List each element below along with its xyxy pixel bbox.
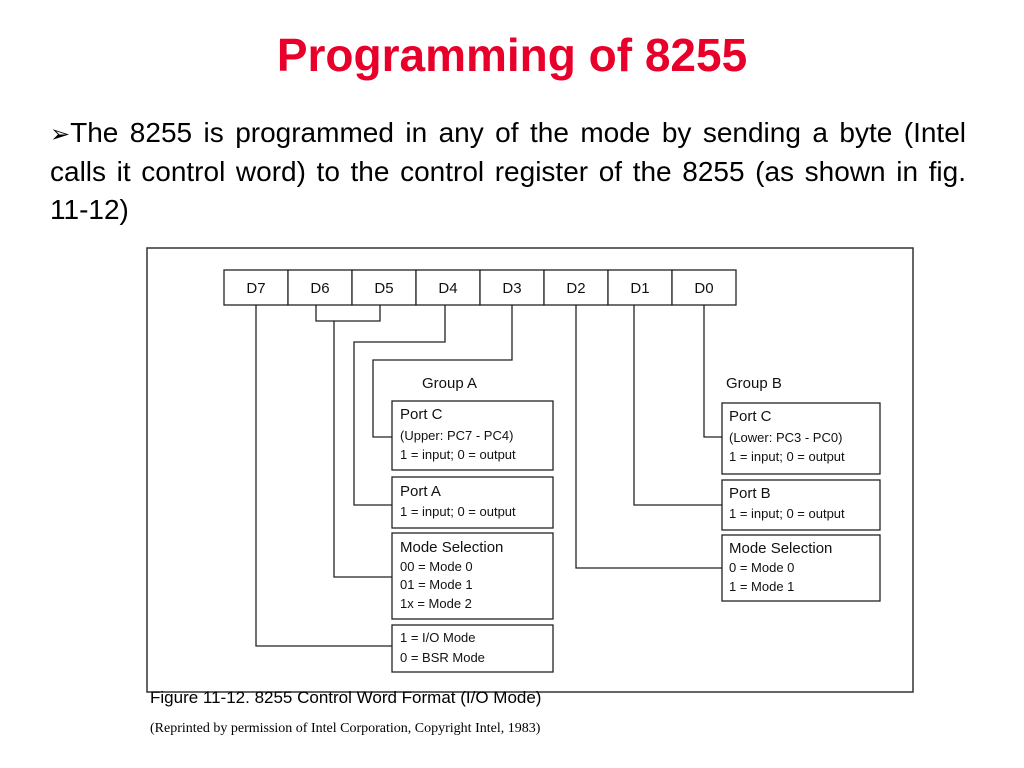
bit-label-d2: D2: [566, 280, 585, 297]
box-line: Port C: [400, 406, 443, 423]
group-a-port-c-box: Port C (Upper: PC7 - PC4) 1 = input; 0 =…: [391, 400, 554, 471]
bit-label-d7: D7: [246, 280, 265, 297]
box-line: 1 = input; 0 = output: [729, 506, 845, 521]
connector-mode-a: [333, 321, 392, 578]
connector-d2: [575, 305, 722, 569]
bullet-paragraph: ➢The 8255 is programmed in any of the mo…: [50, 114, 966, 229]
slide-title: Programming of 8255: [276, 29, 748, 81]
box-line: 1x = Mode 2: [400, 596, 472, 611]
connector-lines: [255, 305, 722, 647]
arrow-bullet-icon: ➢: [50, 120, 71, 148]
bit-register: D7 D6 D5 D4 D3 D2 D1 D0: [223, 269, 737, 306]
box-line: Port A: [400, 483, 441, 500]
bit-label-d6: D6: [310, 280, 329, 297]
box-line: 0 = Mode 0: [729, 560, 794, 575]
box-line: 1 = Mode 1: [729, 579, 794, 594]
box-line: 01 = Mode 1: [400, 577, 473, 592]
group-b-port-b-box: Port B 1 = input; 0 = output: [721, 479, 881, 531]
box-line: 1 = input; 0 = output: [400, 504, 516, 519]
io-mode-box: 1 = I/O Mode 0 = BSR Mode: [391, 624, 554, 673]
box-line: 1 = I/O Mode: [400, 630, 476, 645]
connector-d1: [633, 305, 722, 506]
box-line: Mode Selection: [729, 540, 832, 557]
figure-caption: Figure 11-12. 8255 Control Word Format (…: [150, 688, 542, 707]
bullet-text: The 8255 is programmed in any of the mod…: [50, 117, 966, 225]
bit-cell-d0: [671, 269, 737, 306]
connector-d6-d5: [315, 305, 381, 322]
connector-d0: [703, 305, 722, 438]
group-a-mode-selection-box: Mode Selection 00 = Mode 0 01 = Mode 1 1…: [391, 532, 554, 620]
bit-cell-d6: [287, 269, 353, 306]
bit-label-d1: D1: [630, 280, 649, 297]
connector-d4: [353, 305, 446, 506]
box-line: Port C: [729, 408, 772, 425]
connector-d3: [372, 305, 513, 438]
box-line: 1 = input; 0 = output: [729, 449, 845, 464]
box-line: (Lower: PC3 - PC0): [729, 430, 842, 445]
bit-cell-d2: [543, 269, 609, 306]
bit-label-d0: D0: [694, 280, 713, 297]
group-a-port-a-box: Port A 1 = input; 0 = output: [391, 476, 554, 529]
box-line: 1 = input; 0 = output: [400, 447, 516, 462]
figure-credit: (Reprinted by permission of Intel Corpor…: [150, 721, 541, 736]
box-line: 00 = Mode 0: [400, 559, 473, 574]
group-a-label: Group A: [422, 375, 477, 392]
bit-label-d4: D4: [438, 280, 457, 297]
connector-d7: [255, 305, 392, 647]
box-line: Mode Selection: [400, 539, 503, 556]
bit-label-d5: D5: [374, 280, 393, 297]
bit-label-d3: D3: [502, 280, 521, 297]
box-line: 0 = BSR Mode: [400, 650, 485, 665]
group-b-port-c-box: Port C (Lower: PC3 - PC0) 1 = input; 0 =…: [721, 402, 881, 475]
bit-cell-d4: [415, 269, 481, 306]
box-line: Port B: [729, 485, 771, 502]
box-line: (Upper: PC7 - PC4): [400, 428, 513, 443]
group-b-label: Group B: [726, 375, 782, 392]
group-b-mode-selection-box: Mode Selection 0 = Mode 0 1 = Mode 1: [721, 534, 881, 602]
